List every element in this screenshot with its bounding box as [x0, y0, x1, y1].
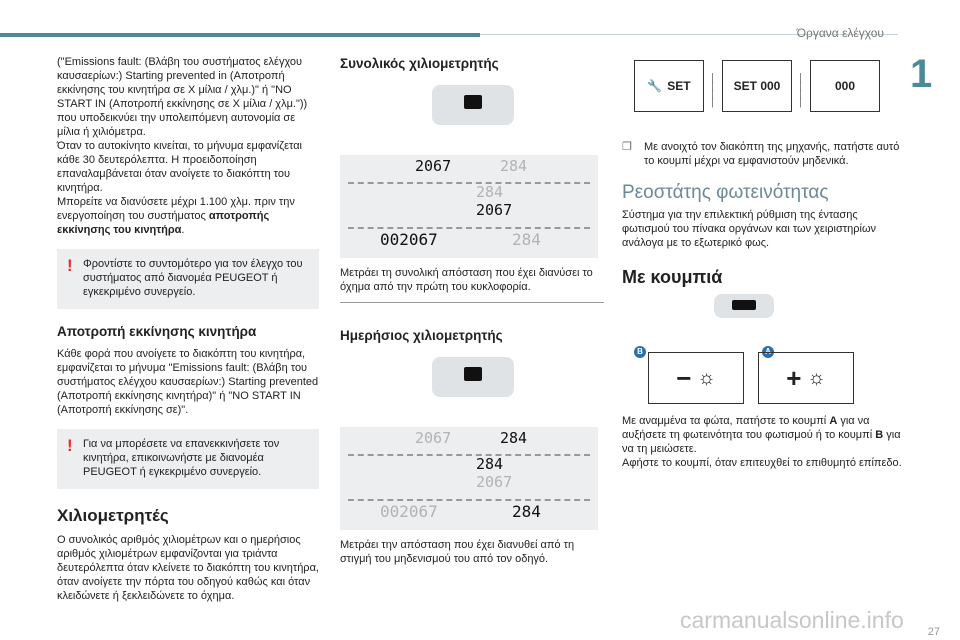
- sun-icon: ☼: [807, 367, 826, 389]
- paragraph: Κάθε φορά που ανοίγετε το διακόπτη του κ…: [57, 348, 319, 416]
- display-value: 284: [500, 157, 528, 175]
- paragraph: ("Emissions fault: (Βλάβη του συστήματος…: [57, 56, 308, 110]
- heading-total-odometer: Συνολικός χιλιομετρητής: [340, 56, 499, 71]
- wrench-icon: 🔧: [647, 79, 663, 93]
- dashboard-control-illustration: [340, 357, 604, 417]
- sun-icon: ☼: [697, 367, 716, 389]
- warning-text: Για να μπορέσετε να επανεκκινήσετε τον κ…: [83, 438, 280, 478]
- watermark: carmanualsonline.info: [680, 607, 904, 633]
- odometer-display-trip: 2067 284 284 2067 002067 284: [340, 427, 598, 530]
- display-value: 2067: [415, 157, 452, 175]
- heading-trip-odometer: Ημερήσιος χιλιομετρητής: [340, 328, 503, 343]
- warning-box: ! Φροντίστε το συντομότερο για τον έλεγχ…: [57, 249, 319, 309]
- paragraph: Μπορείτε να διανύσετε μέχρι 1.100 χλμ. π…: [57, 196, 295, 236]
- chapter-number: 1: [910, 52, 933, 96]
- display-value: 284: [500, 429, 528, 447]
- display-value: 284: [476, 183, 504, 201]
- page-number: 27: [927, 626, 940, 638]
- column-middle: Συνολικός χιλιομετρητής 2067 284 284 206…: [340, 55, 604, 566]
- brightness-buttons-illustration: B − ☼ A + ☼: [622, 294, 904, 406]
- column-left: ("Emissions fault: (Βλάβη του συστήματος…: [57, 55, 319, 603]
- warning-text: Φροντίστε το συντομότερο για τον έλεγχο …: [83, 258, 303, 298]
- heading-start-prevention: Αποτροπή εκκίνησης κινητήρα: [57, 324, 257, 339]
- header-rule: [480, 34, 898, 35]
- odometer-display-total: 2067 284 284 2067 002067 284: [340, 155, 598, 258]
- header-accent-bar: [0, 33, 480, 37]
- bullet-icon: ❐: [622, 141, 632, 153]
- reset-sequence: 🔧SET |||| SET 000 |||| 000: [622, 60, 904, 130]
- paragraph: που υποδεικνύει την υπολειπόμενη αυτονομ…: [57, 112, 296, 138]
- heading-rheostat: Ρεοστάτης φωτεινότητας: [622, 182, 829, 203]
- warning-box: ! Για να μπορέσετε να επανεκκινήσετε τον…: [57, 429, 319, 489]
- heading-odometers: Χιλιομετρητές: [57, 506, 169, 525]
- display-value: 2067: [415, 429, 452, 447]
- display-value: 002067: [380, 502, 438, 521]
- decrease-brightness-button[interactable]: − ☼: [648, 352, 744, 404]
- paragraph: Μετράει την απόσταση που έχει διανυθεί α…: [340, 539, 575, 565]
- warning-icon: !: [67, 436, 73, 455]
- display-value: 284: [476, 455, 504, 473]
- plus-icon: +: [786, 363, 802, 393]
- display-value: 2067: [476, 201, 513, 219]
- heading-with-buttons: Με κουμπιά: [622, 267, 723, 287]
- chapter-title: Όργανα ελέγχου: [796, 26, 884, 40]
- increase-brightness-button[interactable]: + ☼: [758, 352, 854, 404]
- paragraph: Σύστημα για την επιλεκτική ρύθμιση της έ…: [622, 209, 877, 249]
- display-value: 2067: [476, 473, 513, 491]
- warning-icon: !: [67, 256, 73, 275]
- badge-b: B: [634, 346, 646, 358]
- display-value: 002067: [380, 230, 438, 249]
- instruction-bullet: ❐ Με ανοιχτό τον διακόπτη της μηχανής, π…: [622, 141, 900, 167]
- set-zero-panel: SET 000: [722, 60, 792, 112]
- display-value: 284: [512, 502, 541, 521]
- minus-icon: −: [676, 363, 692, 393]
- set-button-panel: 🔧SET: [634, 60, 704, 112]
- zero-panel: 000: [810, 60, 880, 112]
- dashboard-control-illustration: [340, 85, 604, 145]
- paragraph: Μετράει τη συνολική απόσταση που έχει δι…: [340, 267, 593, 293]
- paragraph: Ο συνολικός αριθμός χιλιομέτρων και ο ημ…: [57, 534, 319, 602]
- paragraph: Με αναμμένα τα φώτα, πατήστε το κουμπί A…: [622, 415, 901, 455]
- display-value: 284: [512, 230, 541, 249]
- paragraph: Αφήστε το κουμπί, όταν επιτευχθεί το επι…: [622, 457, 902, 469]
- odometer-button: [464, 367, 482, 381]
- column-right: 🔧SET |||| SET 000 |||| 000 ❐ Με ανοιχτό …: [622, 60, 904, 470]
- odometer-button: [464, 95, 482, 109]
- paragraph: Όταν το αυτοκίνητο κινείται, το μήνυμα ε…: [57, 140, 303, 194]
